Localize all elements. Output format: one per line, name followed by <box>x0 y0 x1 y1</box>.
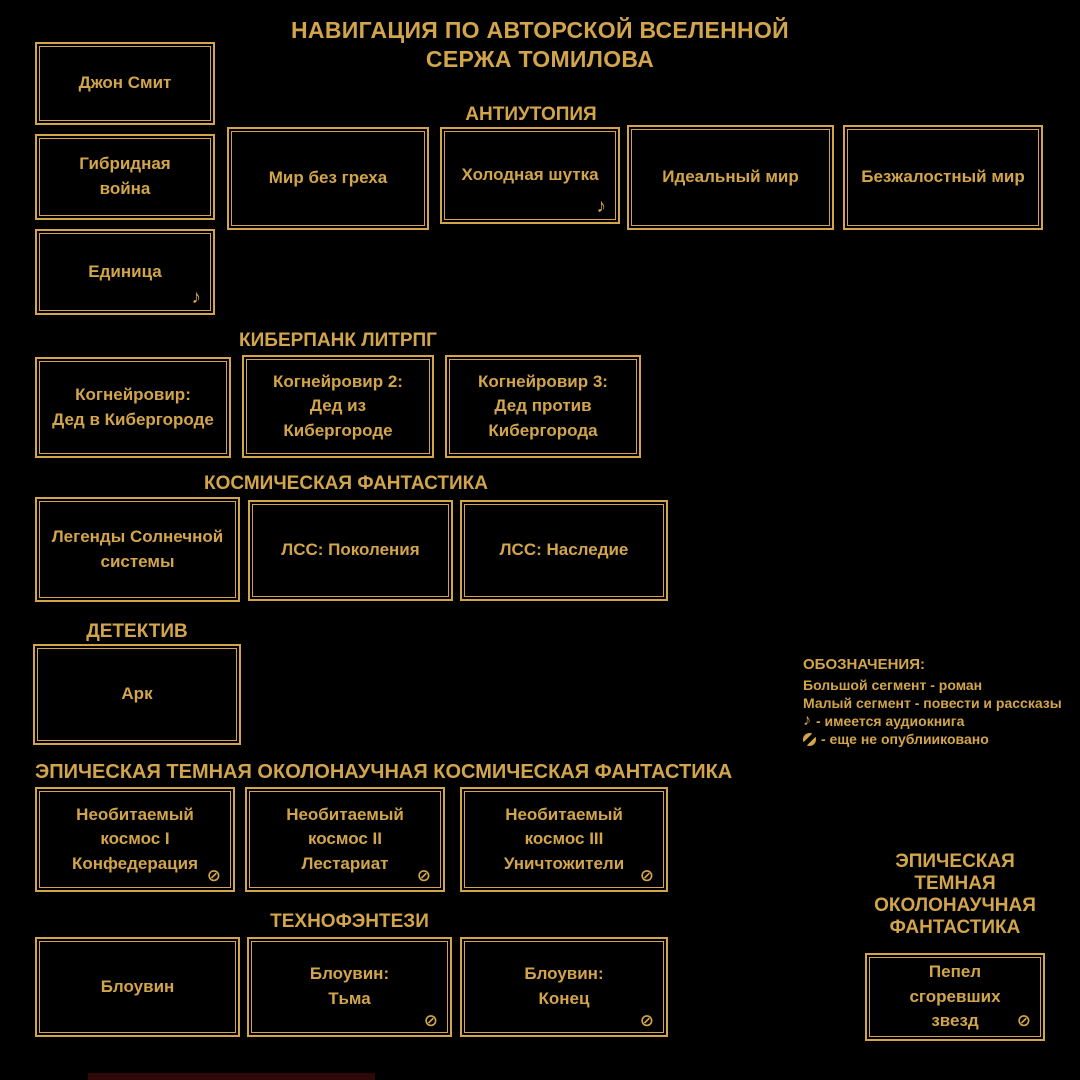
book-box-pepel: Пепел сгоревших звезд ⊘ <box>865 953 1045 1041</box>
unpublished-icon: ⊘ <box>416 866 431 885</box>
unpublished-icon: ⊘ <box>639 1011 654 1030</box>
book-title: Единица <box>88 261 162 281</box>
book-box-blouvin: Блоувин <box>35 937 240 1037</box>
book-title: Гибридная война <box>79 154 171 198</box>
book-title: Мир без греха <box>268 168 388 188</box>
book-title: Легенды Солнечной системы <box>51 526 224 571</box>
book-title: Блоувин <box>100 976 175 996</box>
book-box-kogneyrovir-1: Когнейровир: Дед в Кибергороде <box>35 357 231 458</box>
book-box-ark: Арк <box>33 644 241 745</box>
book-box-neobitaemy-1: Необитаемый космос I Конфедерация ⊘ <box>35 787 235 892</box>
legend-title: ОБОЗНАЧЕНИЯ: <box>803 656 925 673</box>
book-box-john-smith: Джон Смит <box>35 42 215 125</box>
book-title: Необитаемый космос III Уничтожители <box>503 804 625 873</box>
bottom-red-strip <box>88 1073 375 1080</box>
section-header-technofantasy: ТЕХНОФЭНТЕЗИ <box>270 911 429 932</box>
book-title: Идеальный мир <box>662 167 799 187</box>
book-title: Пепел сгоревших звезд <box>909 962 1001 1031</box>
book-title: Блоувин: Конец <box>524 964 604 1008</box>
unpublished-icon: ⊘ <box>206 866 221 885</box>
section-header-cyberpunk: КИБЕРПАНК ЛИТРПГ <box>239 330 437 351</box>
book-title: Когнейровир 3: Дед против Кибергорода <box>478 371 608 440</box>
section-header-antiutopia: АНТИУТОПИЯ <box>465 104 597 125</box>
audiobook-icon: ♪ <box>803 712 811 729</box>
book-title: Когнейровир 2: Дед из Кибергороде <box>273 371 403 440</box>
book-box-kogneyrovir-3: Когнейровир 3: Дед против Кибергорода <box>445 355 641 458</box>
unpublished-icon: ⊘ <box>423 1011 438 1030</box>
book-box-blouvin-konec: Блоувин: Конец ⊘ <box>460 937 668 1037</box>
unpublished-icon: ⊘ <box>1016 1011 1031 1030</box>
book-box-mir-bez-greha: Мир без греха <box>227 127 429 230</box>
section-header-epic-dark: ЭПИЧЕСКАЯ ТЕМНАЯ ОКОЛОНАУЧНАЯ ФАНТАСТИКА <box>874 851 1036 938</box>
book-box-holodnaya-shutka: Холодная шутка ♪ <box>440 127 620 224</box>
page-title-line2: СЕРЖА ТОМИЛОВА <box>425 46 655 72</box>
book-title: Необитаемый космос II Лестариат <box>286 804 404 873</box>
book-box-neobitaemy-2: Необитаемый космос II Лестариат ⊘ <box>245 787 445 892</box>
book-box-blouvin-tma: Блоувин: Тьма ⊘ <box>247 937 452 1037</box>
unpublished-icon <box>803 732 816 746</box>
book-title: Безжалостный мир <box>861 167 1025 187</box>
book-title: Холодная шутка <box>461 165 599 185</box>
book-box-edinitsa: Единица ♪ <box>35 229 215 315</box>
book-title: Арк <box>121 684 153 704</box>
book-box-legendy: Легенды Солнечной системы <box>35 497 240 602</box>
book-box-bezzhalostny-mir: Безжалостный мир <box>843 125 1043 230</box>
book-title: ЛСС: Поколения <box>281 540 420 560</box>
audiobook-icon: ♪ <box>596 196 607 217</box>
legend-audiobook-text: - имеется аудиокнига <box>816 713 965 729</box>
unpublished-icon: ⊘ <box>639 866 654 885</box>
section-header-detective: ДЕТЕКТИВ <box>86 621 188 642</box>
section-header-cosmic: КОСМИЧЕСКАЯ ФАНТАСТИКА <box>204 473 488 494</box>
legend-novel-text: Большой сегмент - роман <box>803 677 983 693</box>
book-box-kogneyrovir-2: Когнейровир 2: Дед из Кибергороде <box>242 355 434 458</box>
book-box-idealny-mir: Идеальный мир <box>627 125 834 230</box>
book-box-lss-pokoleniya: ЛСС: Поколения <box>248 500 453 601</box>
section-header-epic-cosmic: ЭПИЧЕСКАЯ ТЕМНАЯ ОКОЛОНАУЧНАЯ КОСМИЧЕСКА… <box>35 761 733 783</box>
book-title: ЛСС: Наследие <box>499 540 629 560</box>
book-box-lss-nasledie: ЛСС: Наследие <box>460 500 668 601</box>
audiobook-icon: ♪ <box>191 287 202 308</box>
book-box-neobitaemy-3: Необитаемый космос III Уничтожители ⊘ <box>460 787 668 892</box>
book-title: Джон Смит <box>78 73 172 93</box>
legend: ОБОЗНАЧЕНИЯ: Большой сегмент - роман Мал… <box>803 656 1062 748</box>
legend-unpublished-text: - еще не опублииковано <box>821 731 989 747</box>
book-box-hybrid-war: Гибридная война <box>35 134 215 220</box>
book-title: Когнейровир: Дед в Кибергороде <box>52 384 214 429</box>
page-title-line1: НАВИГАЦИЯ ПО АВТОРСКОЙ ВСЕЛЕННОЙ <box>291 17 789 43</box>
book-title: Блоувин: Тьма <box>309 964 390 1008</box>
legend-stories-text: Малый сегмент - повести и рассказы <box>803 695 1062 711</box>
book-title: Необитаемый космос I Конфедерация <box>71 804 199 873</box>
